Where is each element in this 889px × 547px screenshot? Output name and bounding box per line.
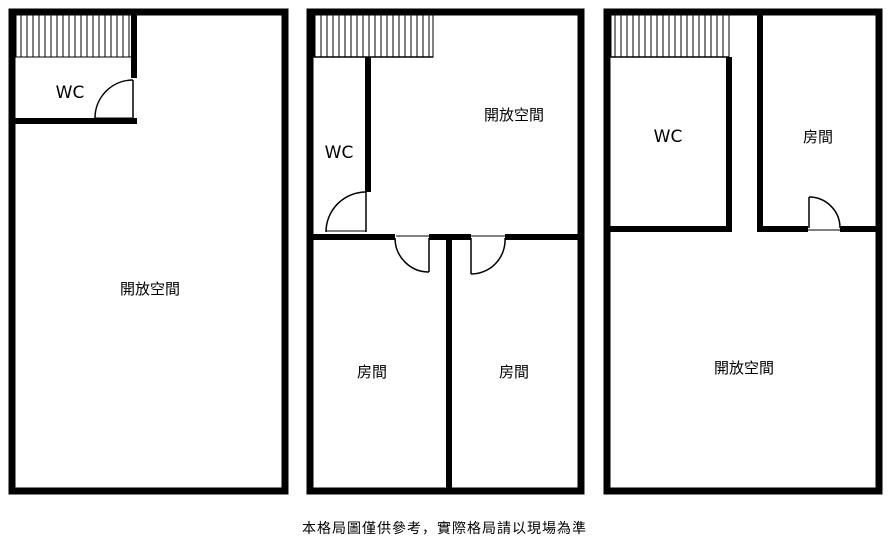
floor-2-wc-door xyxy=(325,191,367,233)
floor-1-open-space-label: 開放空間 xyxy=(120,280,180,298)
floor-3-open-space-label: 開放空間 xyxy=(714,359,774,377)
floor-3-room-door xyxy=(808,196,841,231)
floor-2-wc-label: WC xyxy=(325,143,354,163)
floor-3-outer-wall xyxy=(603,8,883,495)
floor-2-open-space-label: 開放空間 xyxy=(484,106,544,124)
floor-3-stairs xyxy=(610,14,730,58)
floor-2-room-left-door xyxy=(394,235,430,273)
floor-3-wc-label: WC xyxy=(654,127,683,147)
disclaimer-caption: 本格局圖僅供參考，實際格局請以現場為準 xyxy=(302,521,587,537)
floor-2-stairs xyxy=(313,14,434,58)
floor-1: WC 開放空間 xyxy=(8,8,289,495)
floor-2-room-left-label: 房間 xyxy=(357,363,387,381)
floor-2-room-right-door xyxy=(470,235,506,275)
floor-1-wc-label: WC xyxy=(56,83,85,103)
floor-2-room-right-label: 房間 xyxy=(499,363,529,381)
floor-3: WC 房間 開放空間 xyxy=(603,8,883,495)
floor-2-outer-wall xyxy=(306,8,585,495)
floor-1-wc-door xyxy=(94,79,134,119)
floor-1-stairs xyxy=(15,14,135,58)
floor-1-outer-wall xyxy=(8,8,289,495)
floor-3-room-label: 房間 xyxy=(803,128,833,146)
floor-2: WC 開放空間 房間 房間 xyxy=(306,8,585,495)
